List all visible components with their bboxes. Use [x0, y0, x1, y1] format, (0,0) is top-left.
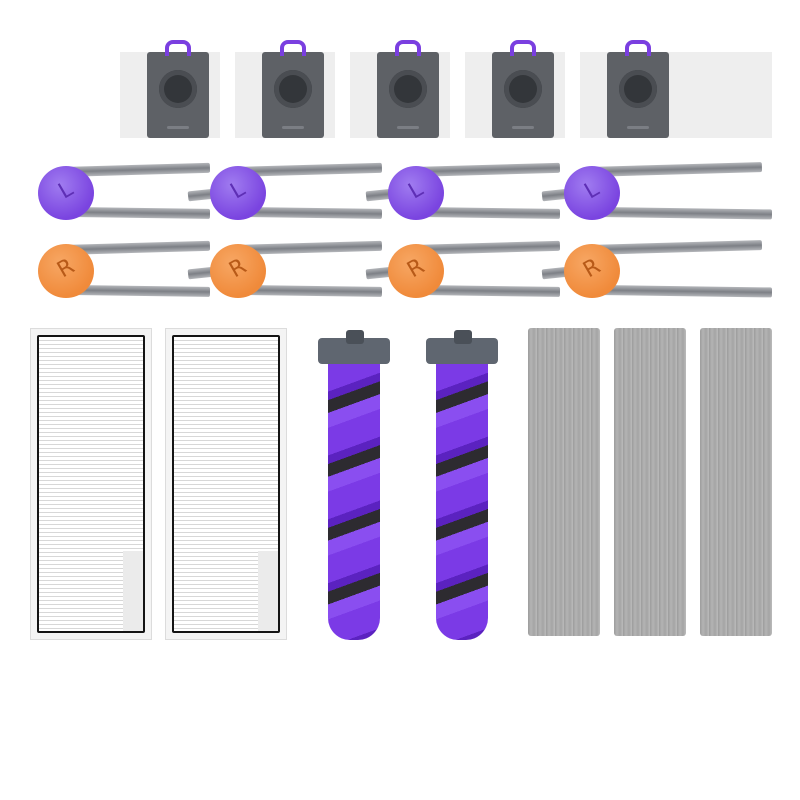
brush-bristle	[69, 285, 211, 297]
dust-bag-tab	[165, 40, 191, 56]
dust-bag-slot	[282, 126, 304, 129]
side-brush-hub: R	[38, 244, 94, 298]
roller-end-pin	[454, 330, 472, 344]
dust-bag	[120, 40, 220, 138]
side-brush-right: R	[365, 238, 570, 304]
side-brush-left: L	[365, 160, 570, 226]
dust-bag-slot	[512, 126, 534, 129]
dust-bag-slot	[397, 126, 419, 129]
side-brush-letter: R	[579, 253, 605, 284]
brush-bristle	[241, 285, 383, 297]
dust-bag-tab	[510, 40, 536, 56]
main-roller-brush	[306, 330, 402, 640]
brush-bristle	[419, 285, 561, 297]
side-brush-hub: L	[388, 166, 444, 220]
brush-bristle	[595, 285, 773, 298]
hepa-filter	[30, 328, 152, 640]
filter-frame-notch	[258, 551, 278, 631]
brush-bristle	[69, 207, 211, 219]
hepa-filter	[165, 328, 287, 640]
side-brush-hub: R	[210, 244, 266, 298]
mop-roller	[700, 328, 772, 636]
side-brush-letter: L	[226, 176, 250, 205]
dust-bag-slot	[627, 126, 649, 129]
dust-bag-card	[492, 52, 554, 138]
side-brush-letter: L	[404, 176, 428, 205]
dust-bag	[580, 40, 772, 138]
dust-bag-tab	[395, 40, 421, 56]
brush-bristle	[595, 207, 773, 220]
dust-bag-opening	[274, 70, 312, 108]
mop-roller	[614, 328, 686, 636]
mop-roller	[528, 328, 600, 636]
dust-bag-opening	[389, 70, 427, 108]
side-brush-hub: R	[564, 244, 620, 298]
dust-bag-card	[607, 52, 669, 138]
dust-bag-card	[147, 52, 209, 138]
side-brush-hub: L	[38, 166, 94, 220]
dust-bag-opening	[619, 70, 657, 108]
side-brush-hub: R	[388, 244, 444, 298]
roller-spiral-body	[436, 364, 488, 640]
side-brush-hub: L	[210, 166, 266, 220]
dust-bag-card	[262, 52, 324, 138]
side-brush-left: L	[541, 160, 773, 226]
side-brush-letter: R	[403, 253, 429, 284]
dust-bag-card	[377, 52, 439, 138]
dust-bag	[350, 40, 450, 138]
side-brush-letter: L	[54, 176, 78, 205]
dust-bag	[235, 40, 335, 138]
dust-bag-opening	[504, 70, 542, 108]
side-brush-right: R	[30, 238, 220, 304]
dust-bag-opening	[159, 70, 197, 108]
dust-bag-tab	[625, 40, 651, 56]
main-roller-brush	[414, 330, 510, 640]
side-brush-left: L	[187, 160, 392, 226]
dust-bag	[465, 40, 565, 138]
side-brush-right: R	[541, 238, 773, 304]
roller-end-pin	[346, 330, 364, 344]
dust-bag-slot	[167, 126, 189, 129]
side-brush-letter: L	[580, 176, 604, 205]
roller-spiral-body	[328, 364, 380, 640]
brush-bristle	[419, 207, 561, 219]
side-brush-letter: R	[225, 253, 251, 284]
side-brush-hub: L	[564, 166, 620, 220]
side-brush-right: R	[187, 238, 392, 304]
dust-bag-tab	[280, 40, 306, 56]
brush-bristle	[241, 207, 383, 219]
side-brush-letter: R	[53, 253, 79, 284]
filter-frame-notch	[123, 551, 143, 631]
side-brush-left: L	[30, 160, 220, 226]
